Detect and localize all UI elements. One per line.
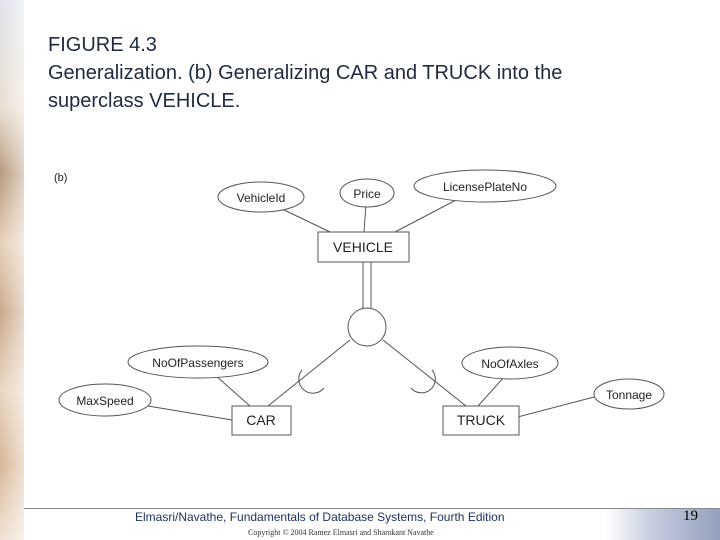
line-circle-truck	[382, 339, 467, 407]
attr-label-tonnage: Tonnage	[606, 388, 652, 402]
subset-symbol-truck	[410, 369, 436, 394]
entity-label-truck: TRUCK	[457, 412, 506, 428]
entity-box-vehicle	[317, 231, 410, 263]
attribute-oval-maxspeed	[58, 383, 152, 417]
entity-box-truck	[442, 405, 520, 436]
line-license-vehicle	[394, 199, 457, 233]
footer-divider	[24, 508, 720, 509]
attribute-oval-tonnage	[593, 378, 665, 410]
attr-label-maxspeed: MaxSpeed	[76, 394, 133, 408]
line-price-vehicle	[363, 203, 367, 233]
title-line-caption: Generalization. (b) Generalizing CAR and…	[48, 62, 563, 84]
line-axles-truck	[477, 375, 506, 407]
line-circle-car	[267, 339, 351, 407]
entity-label-car: CAR	[246, 412, 276, 428]
title-line-figure: FIGURE 4.3	[48, 34, 157, 56]
attr-label-noofaxles: NoOfAxles	[481, 357, 538, 371]
attribute-oval-licenseplateno	[413, 169, 557, 203]
footer-copyright: Copyright © 2004 Ramez Elmasri and Shamk…	[248, 528, 434, 537]
attribute-oval-price	[339, 178, 395, 208]
diagram-part-label: (b)	[54, 172, 67, 184]
title-line-caption-cont: superclass VEHICLE.	[48, 90, 241, 112]
decorative-left-strip	[0, 0, 24, 540]
specialization-circle	[347, 307, 387, 347]
subset-symbol-car	[298, 369, 325, 394]
attribute-oval-vehicleid	[217, 181, 305, 213]
line-passengers-car	[214, 374, 251, 407]
attribute-oval-noofpassengers	[127, 345, 269, 379]
attr-label-noofpassengers: NoOfPassengers	[152, 356, 243, 370]
attr-label-price: Price	[353, 187, 381, 201]
attr-label-vehicleid: VehicleId	[237, 191, 286, 205]
line-tonnage-truck	[505, 395, 599, 421]
line-maxspeed-car	[135, 403, 233, 421]
attribute-oval-noofaxles	[461, 346, 559, 380]
entity-label-vehicle: VEHICLE	[333, 239, 393, 255]
page-number: 19	[683, 508, 698, 524]
footer-book-title: Elmasri/Navathe, Fundamentals of Databas…	[135, 510, 505, 524]
entity-box-car	[231, 405, 292, 436]
line-vehicleid-vehicle	[279, 207, 331, 233]
footer-decorative-band	[605, 509, 720, 540]
slide-title: FIGURE 4.3 Generalization. (b) Generaliz…	[48, 31, 708, 115]
attr-label-licenseplateno: LicensePlateNo	[443, 180, 527, 194]
